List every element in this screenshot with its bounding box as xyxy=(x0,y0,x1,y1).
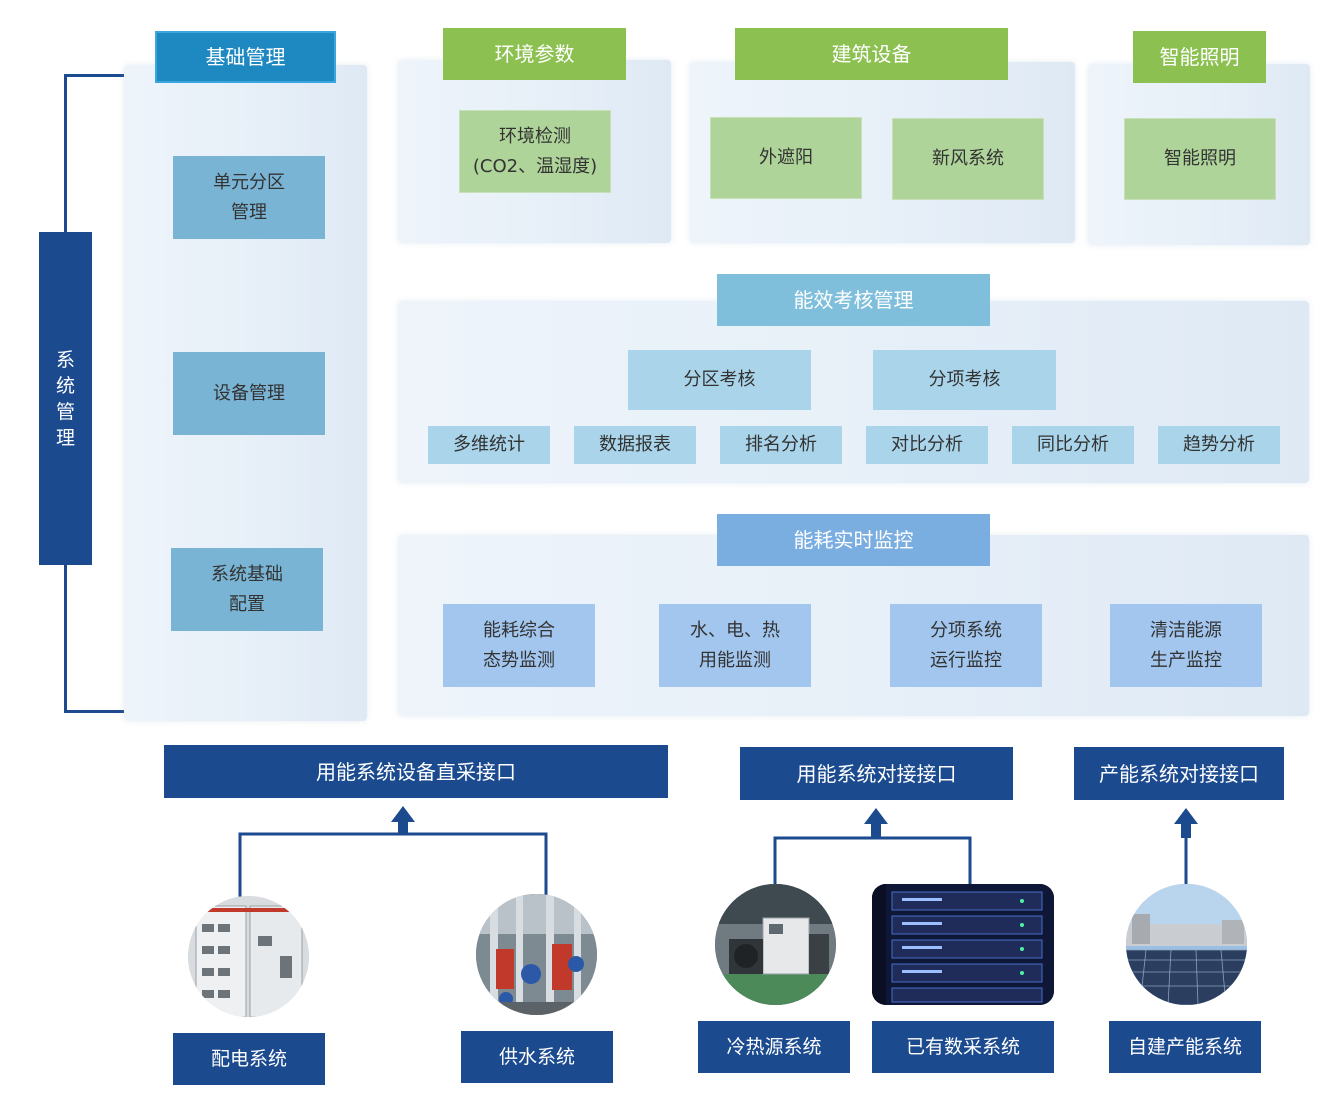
env-detection[interactable]: 环境检测 (CO2、温湿度) xyxy=(459,110,611,193)
switchgear-photo xyxy=(188,896,309,1017)
arrow-left xyxy=(391,806,415,834)
yoy-analysis[interactable]: 同比分析 xyxy=(1012,426,1134,464)
middle-tree-line xyxy=(773,836,972,885)
data-report[interactable]: 数据报表 xyxy=(574,426,696,464)
lighting-title: 智能照明 xyxy=(1133,31,1266,83)
bracket-top xyxy=(64,74,126,77)
building-title: 建筑设备 xyxy=(735,28,1008,80)
server-rack-photo xyxy=(872,884,1054,1005)
arrow-right xyxy=(1174,808,1198,838)
system-base-config[interactable]: 系统基础 配置 xyxy=(171,548,323,631)
ranking-analysis[interactable]: 排名分析 xyxy=(720,426,842,464)
power-distribution-label[interactable]: 配电系统 xyxy=(173,1033,325,1085)
arrow-middle xyxy=(864,808,888,838)
water-power-heat-monitor[interactable]: 水、电、热 用能监测 xyxy=(659,604,811,687)
external-shading[interactable]: 外遮阳 xyxy=(710,117,862,199)
bracket-bottom xyxy=(64,710,126,713)
subsystem-operation-monitor[interactable]: 分项系统 运行监控 xyxy=(890,604,1042,687)
smart-lighting-item[interactable]: 智能照明 xyxy=(1124,118,1276,200)
unit-zone-management[interactable]: 单元分区 管理 xyxy=(173,156,325,239)
clean-energy-monitor[interactable]: 清洁能源 生产监控 xyxy=(1110,604,1262,687)
multi-dim-stats[interactable]: 多维统计 xyxy=(428,426,550,464)
chiller-photo xyxy=(715,884,836,1005)
env-title: 环境参数 xyxy=(443,28,626,80)
self-built-production-label[interactable]: 自建产能系统 xyxy=(1109,1021,1261,1073)
bracket-vertical-bottom xyxy=(64,563,67,713)
consumption-interface[interactable]: 用能系统对接接口 xyxy=(740,747,1013,800)
comparison-analysis[interactable]: 对比分析 xyxy=(866,426,988,464)
bracket-vertical-top xyxy=(64,74,67,234)
fresh-air-system[interactable]: 新风系统 xyxy=(892,118,1044,200)
trend-analysis[interactable]: 趋势分析 xyxy=(1158,426,1280,464)
monitor-title: 能耗实时监控 xyxy=(717,514,990,566)
efficiency-title: 能效考核管理 xyxy=(717,274,990,326)
water-supply-label[interactable]: 供水系统 xyxy=(461,1031,613,1083)
solar-panel-photo xyxy=(1126,884,1247,1005)
production-interface[interactable]: 产能系统对接接口 xyxy=(1074,747,1284,800)
existing-data-collection-label[interactable]: 已有数采系统 xyxy=(872,1021,1054,1073)
item-assessment[interactable]: 分项考核 xyxy=(873,350,1056,410)
device-management[interactable]: 设备管理 xyxy=(173,352,325,435)
heat-cold-source-label[interactable]: 冷热源系统 xyxy=(698,1021,850,1073)
zone-assessment[interactable]: 分区考核 xyxy=(628,350,811,410)
pump-room-photo xyxy=(476,894,597,1015)
energy-situation-monitor[interactable]: 能耗综合 态势监测 xyxy=(443,604,595,687)
direct-collection-interface[interactable]: 用能系统设备直采接口 xyxy=(164,745,668,798)
system-management-label: 系 统 管 理 xyxy=(39,232,92,565)
basic-management-title: 基础管理 xyxy=(155,31,336,83)
left-tree-line xyxy=(238,832,548,900)
